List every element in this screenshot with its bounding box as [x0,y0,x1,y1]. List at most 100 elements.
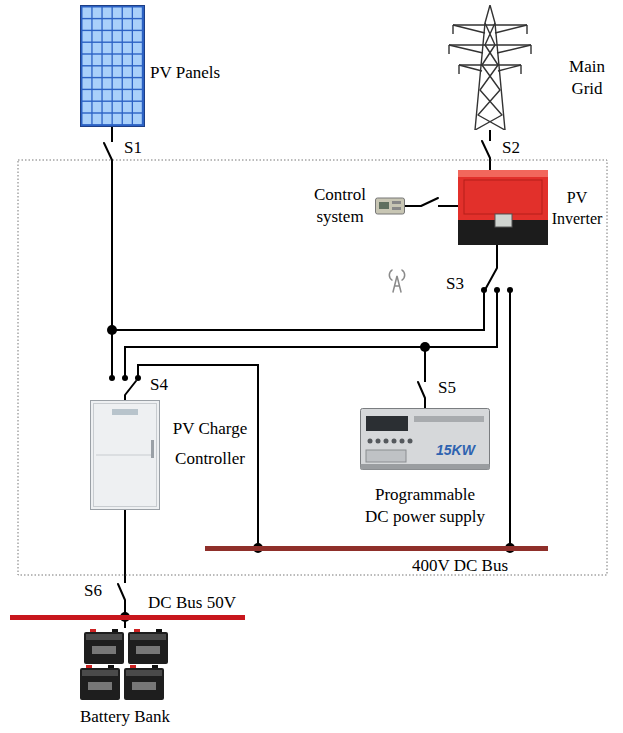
switch-label: S3 [446,274,464,294]
panel-cell [113,8,122,18]
panel-cell [93,19,102,29]
switch-blade [486,268,497,288]
junction-dot [420,342,430,352]
panel-cell [133,8,142,18]
control-system: Control system [375,196,405,216]
battery-bank: Battery Bank [78,628,172,704]
dotted-boundary [18,160,607,575]
panel-cell [93,102,102,112]
dc-bus: 400V DC Bus [205,546,548,551]
inverter-top [458,170,548,177]
panel-cell [133,78,142,88]
panel-cell [83,67,92,77]
battery-case [128,632,168,664]
panel-cell [113,43,122,53]
panel-cell [93,31,102,41]
inverter-display [495,214,512,227]
battery-sticker [132,682,156,690]
switch-contact [109,375,115,381]
wire [425,245,497,408]
panel-cell [123,55,132,65]
switch-blade [418,382,425,398]
panel-cell [133,19,142,29]
pv-panel: PV Panels [80,5,145,127]
panel-cell [83,55,92,65]
grid-tower-art [445,5,535,130]
psu-button [384,439,389,444]
psu-display [366,416,408,431]
panel-cell [123,102,132,112]
switch-contact [122,375,128,381]
cabinet-body [91,401,160,510]
switch-label: S5 [438,378,456,398]
panel-frame [81,6,145,127]
switch-contact [494,287,500,293]
panel-cell [113,19,122,29]
controller-screen [379,202,389,209]
panel-cell [93,90,102,100]
cabinet-handle [151,440,154,458]
battery-case [124,668,164,700]
panel-cell [103,90,112,100]
panel-cell [93,114,102,124]
psu-button [408,439,413,444]
pv-inverter: PV Inverter [458,170,548,245]
tower-insulators [449,25,531,74]
dc-power-supply: Programmable DC power supply [360,408,490,470]
wire [112,127,125,400]
panel-cell [83,31,92,41]
panel-cell [103,102,112,112]
panel-cell [133,31,142,41]
panel-cell [123,8,132,18]
panel-cell [103,114,112,124]
panel-cell [83,102,92,112]
dc-power-supply-art [360,408,490,470]
panel-cell [113,90,122,100]
node-label: PV Panels [150,62,220,84]
battery-sticker [136,646,160,654]
psu-panel [366,450,406,462]
switch-label: S2 [502,138,520,158]
psu-foot [361,464,490,470]
grid-tower: Main Grid [445,5,535,130]
psu-button [368,439,373,444]
switch-blade [482,141,490,158]
battery-sticker [88,682,112,690]
switch-blade [118,584,125,600]
dc-bus: DC Bus 50V [10,615,245,620]
panel-cell [133,102,142,112]
pv-inverter-art [458,170,548,245]
panel-cell [93,78,102,88]
wire [112,127,497,330]
node-label: DC Bus 50V [148,592,236,614]
panel-cell [93,43,102,53]
battery-lid [82,670,118,676]
controller-terminal [392,201,401,204]
panel-cell [123,78,132,88]
tower-arm-brace [449,25,531,71]
cabinet-seam [96,455,154,456]
tower-legs [475,5,505,130]
node-label: Control system [309,184,371,228]
charge-controller: PV Charge Controller [90,400,160,510]
controller-terminal [392,207,401,210]
inverter-body [458,170,548,245]
panel-cell [133,114,142,124]
switch-label: S6 [84,581,102,601]
panel-cell [133,67,142,77]
switch-blade [125,381,136,395]
panel-cell [103,8,112,18]
panel-cell [123,114,132,124]
cabinet-display [112,409,138,415]
node-label: 400V DC Bus [412,555,508,577]
panel-cell [83,8,92,18]
panel-cell [113,102,122,112]
node-label: PV Inverter [550,188,604,230]
panel-cell [93,55,102,65]
tower-arms [449,25,531,65]
antenna-wave [389,270,404,280]
switch-contact [507,287,513,293]
panel-cell [113,114,122,124]
charge-controller-art [90,400,160,510]
